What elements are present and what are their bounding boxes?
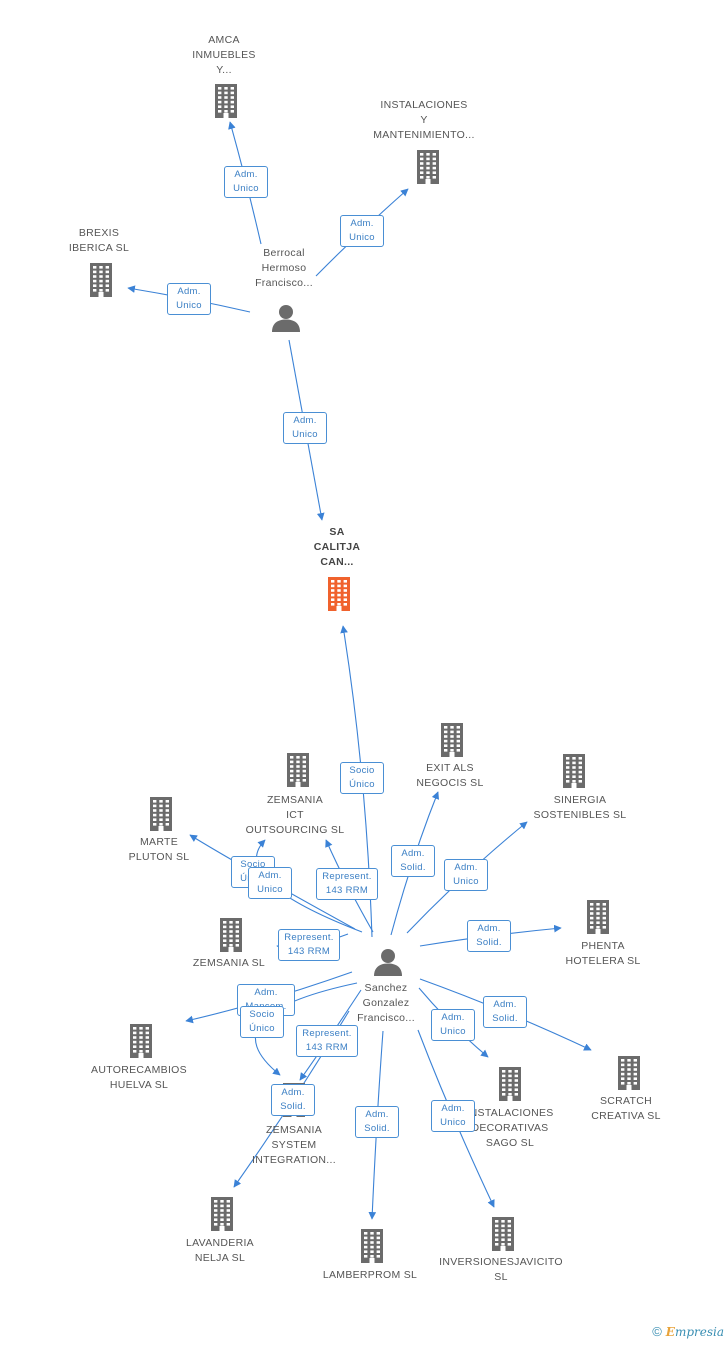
edge-label-adm-solid[interactable]: Adm. Solid. <box>271 1084 315 1116</box>
edge-label-socio-nico[interactable]: Socio Único <box>240 1006 284 1038</box>
company-building-icon[interactable] <box>558 753 590 794</box>
edge-label-adm-solid[interactable]: Adm. Solid. <box>483 996 527 1028</box>
node-label-instalaciones[interactable]: INSTALACIONES Y MANTENIMIENTO... <box>373 99 475 141</box>
node-label-decorativas[interactable]: INSTALACIONES DECORATIVAS SAGO SL <box>466 1107 554 1149</box>
edge-label-adm-solid[interactable]: Adm. Solid. <box>355 1106 399 1138</box>
node-label-scratch[interactable]: SCRATCH CREATIVA SL <box>591 1095 661 1122</box>
edge-label-adm-solid[interactable]: Adm. Solid. <box>467 920 511 952</box>
footer-brand[interactable]: ©Empresia <box>652 1324 724 1339</box>
brand-initial: E <box>665 1325 675 1339</box>
person-icon[interactable] <box>271 304 301 337</box>
node-label-amca[interactable]: AMCA INMUEBLES Y... <box>192 34 256 76</box>
node-label-inversiones[interactable]: INVERSIONESJAVICITO SL <box>439 1256 563 1283</box>
node-label-marte[interactable]: MARTE PLUTON SL <box>128 836 190 863</box>
node-label-zemsania[interactable]: ZEMSANIA SL <box>192 957 266 969</box>
company-building-icon[interactable] <box>582 899 614 940</box>
edge-label-represent-143-rrm[interactable]: Represent. 143 RRM <box>278 929 340 961</box>
edge-label-represent-143-rrm[interactable]: Represent. 143 RRM <box>296 1025 358 1057</box>
company-building-icon-focus[interactable] <box>323 576 355 617</box>
node-label-calitja[interactable]: SA CALITJA CAN... <box>313 526 361 568</box>
company-building-icon[interactable] <box>412 149 444 190</box>
node-label-berrocal[interactable]: Berrocal Hermoso Francisco... <box>255 247 313 289</box>
edge-label-adm-unico[interactable]: Adm. Unico <box>167 283 211 315</box>
edge-label-represent-143-rrm[interactable]: Represent. 143 RRM <box>316 868 378 900</box>
brand-name: mpresia <box>674 1325 724 1339</box>
node-label-phenta[interactable]: PHENTA HOTELERA SL <box>565 940 641 967</box>
edge-label-adm-unico[interactable]: Adm. Unico <box>283 412 327 444</box>
company-building-icon[interactable] <box>436 722 468 763</box>
company-building-icon[interactable] <box>125 1023 157 1064</box>
company-building-icon[interactable] <box>210 83 242 124</box>
node-label-zemsania-ict[interactable]: ZEMSANIA ICT OUTSOURCING SL <box>245 794 345 836</box>
node-label-exit-als[interactable]: EXIT ALS NEGOCIS SL <box>416 762 484 789</box>
node-label-brexis[interactable]: BREXIS IBERICA SL <box>68 227 130 254</box>
edge-label-socio-nico[interactable]: Socio Único <box>340 762 384 794</box>
person-icon[interactable] <box>373 948 403 981</box>
node-label-zemsania-system[interactable]: ZEMSANIA SYSTEM INTEGRATION... <box>252 1124 336 1166</box>
node-label-autorecambios[interactable]: AUTORECAMBIOS HUELVA SL <box>91 1064 187 1091</box>
node-label-sanchez[interactable]: Sanchez Gonzalez Francisco... <box>357 982 415 1024</box>
edge-label-adm-unico[interactable]: Adm. Unico <box>224 166 268 198</box>
edge-label-adm-unico[interactable]: Adm. Unico <box>431 1009 475 1041</box>
company-building-icon[interactable] <box>215 917 247 958</box>
node-label-sinergia[interactable]: SINERGIA SOSTENIBLES SL <box>533 794 627 821</box>
edge-label-adm-unico[interactable]: Adm. Unico <box>340 215 384 247</box>
edge-label-adm-unico[interactable]: Adm. Unico <box>431 1100 475 1132</box>
copyright-symbol: © <box>652 1324 662 1339</box>
company-building-icon[interactable] <box>282 752 314 793</box>
company-building-icon[interactable] <box>206 1196 238 1237</box>
brand-logo: Empresia <box>666 1325 724 1339</box>
company-building-icon[interactable] <box>356 1228 388 1269</box>
edge-label-adm-solid[interactable]: Adm. Solid. <box>391 845 435 877</box>
company-building-icon[interactable] <box>487 1216 519 1257</box>
company-building-icon[interactable] <box>85 262 117 303</box>
company-building-icon[interactable] <box>145 796 177 837</box>
company-building-icon[interactable] <box>613 1055 645 1096</box>
node-label-lavanderia[interactable]: LAVANDERIA NELJA SL <box>186 1237 254 1264</box>
edge-label-adm-unico[interactable]: Adm. Unico <box>444 859 488 891</box>
edge-label-adm-unico[interactable]: Adm. Unico <box>248 867 292 899</box>
node-label-lamberprom[interactable]: LAMBERPROM SL <box>322 1269 418 1281</box>
company-building-icon[interactable] <box>494 1066 526 1107</box>
